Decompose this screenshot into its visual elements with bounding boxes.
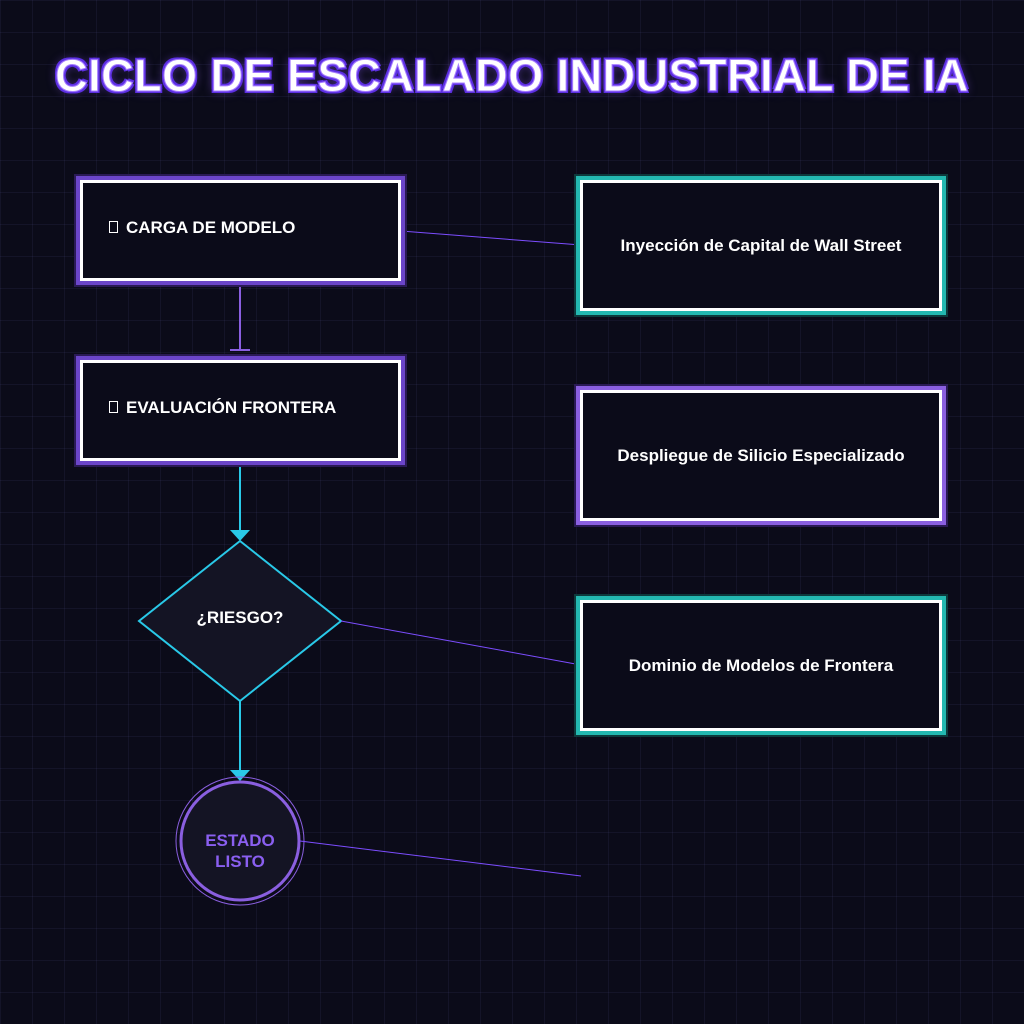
connector-decision-to-models [340, 620, 582, 666]
node-carga-de-modelo: CARGA DE MODELO [80, 180, 401, 281]
node-evaluacion-frontera: EVALUACIÓN FRONTERA [80, 360, 401, 461]
missing-glyph-icon [109, 401, 118, 413]
node-inyeccion-capital: Inyección de Capital de Wall Street [580, 180, 942, 311]
node-inyeccion-capital-label: Inyección de Capital de Wall Street [620, 235, 902, 255]
node-dominio-modelos: Dominio de Modelos de Frontera [580, 600, 942, 731]
arrowhead-decision-to-terminal [230, 770, 250, 781]
node-despliegue-silicio-label: Despliegue de Silicio Especializado [617, 445, 905, 465]
terminal-label-line2: LISTO [215, 852, 265, 871]
node-dominio-modelos-label: Dominio de Modelos de Frontera [628, 655, 894, 675]
arrowhead-eval-to-decision [230, 530, 250, 541]
diagram-title: CICLO DE ESCALADO INDUSTRIAL DE IA [55, 50, 969, 102]
connector-load-to-capital [400, 230, 582, 246]
missing-glyph-icon [109, 221, 118, 233]
terminal-label-line1: ESTADO [205, 831, 275, 850]
decision-label: ¿RIESGO? [196, 608, 284, 627]
connector-terminal-to-right [299, 840, 582, 877]
node-evaluacion-frontera-label: EVALUACIÓN FRONTERA [126, 398, 337, 417]
node-despliegue-silicio: Despliegue de Silicio Especializado [580, 390, 942, 521]
terminal-label: ESTADO LISTO [190, 830, 290, 872]
node-carga-de-modelo-label: CARGA DE MODELO [126, 218, 296, 237]
terminal-circle [179, 780, 301, 902]
